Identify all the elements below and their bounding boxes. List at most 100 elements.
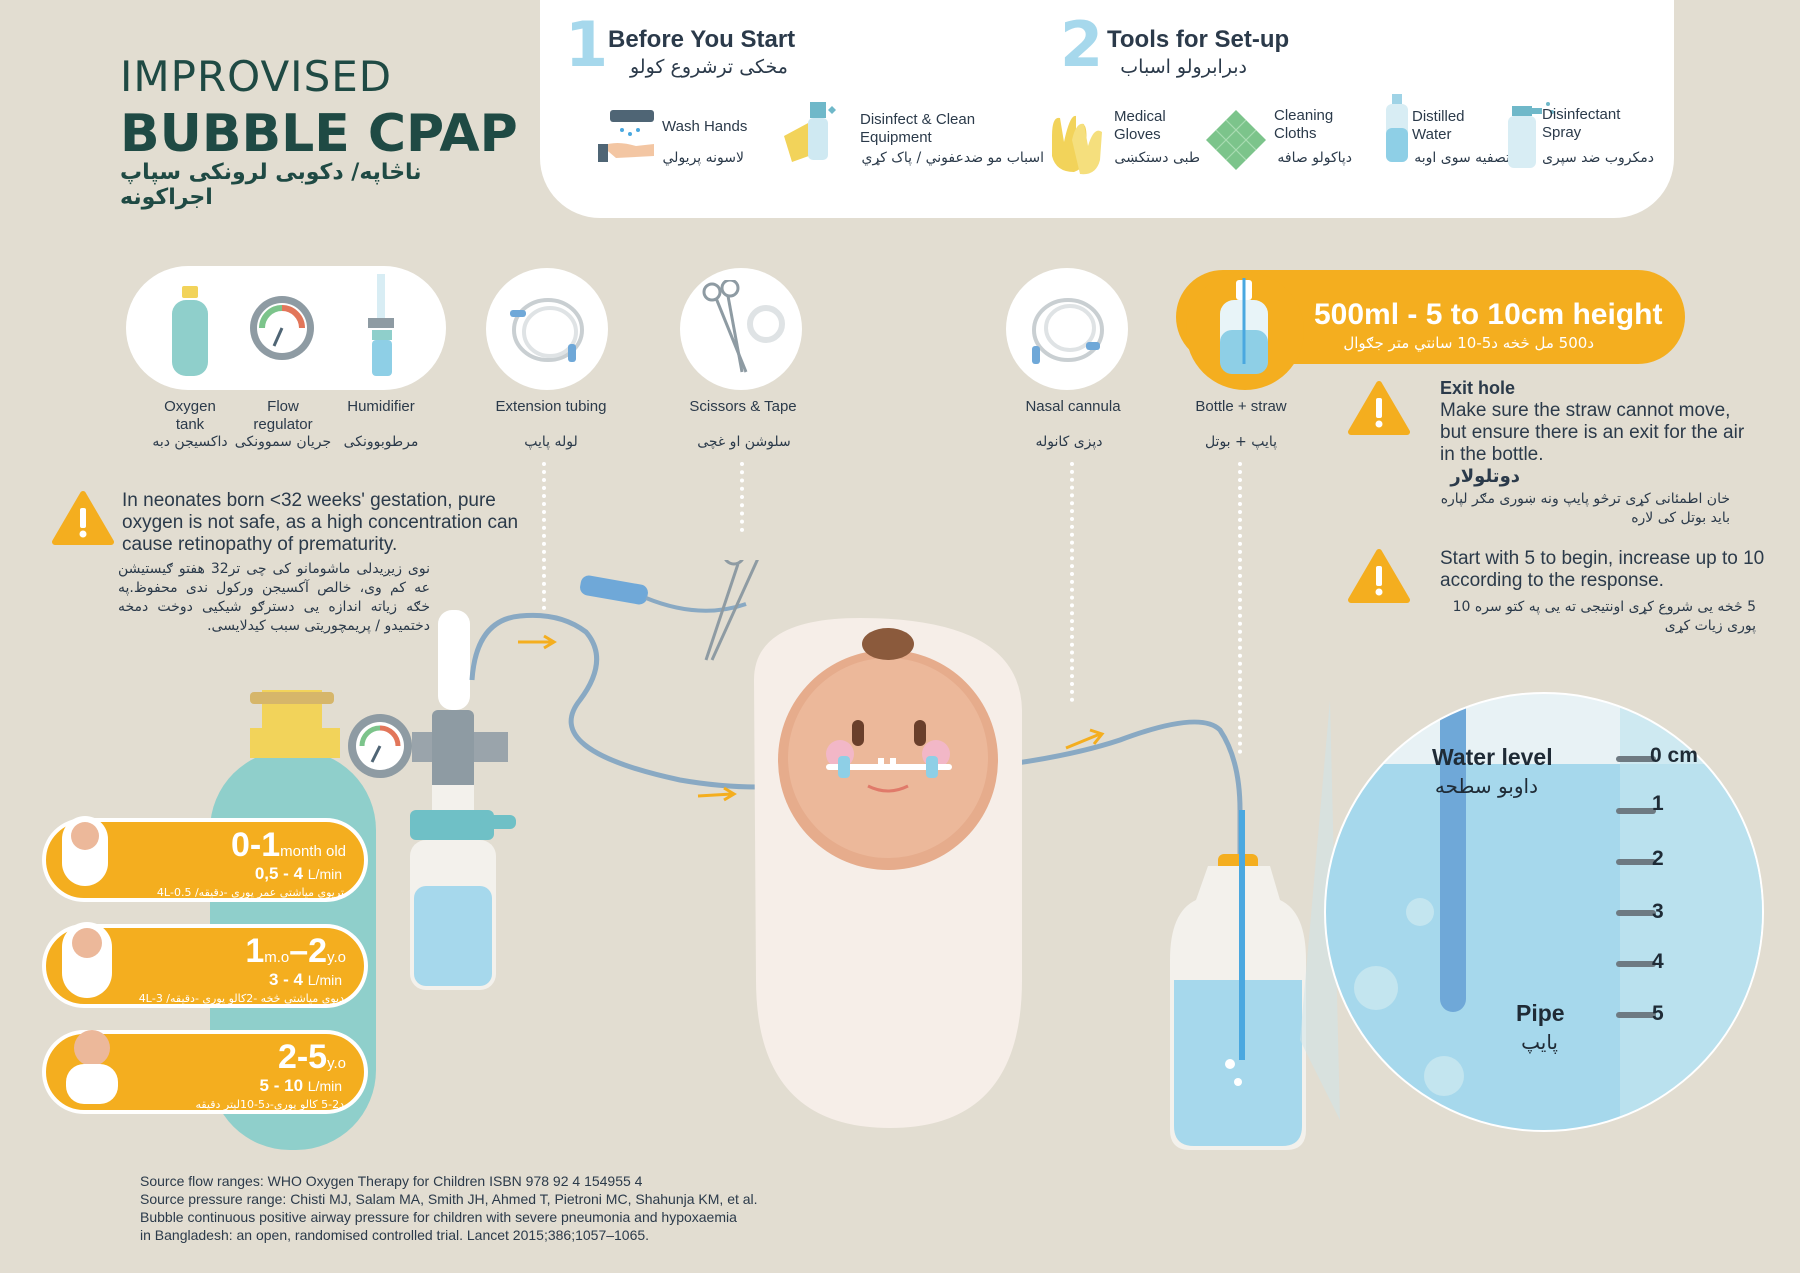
title-bubble-cpap: BUBBLE CPAP [120, 104, 518, 164]
start-warning-pashto: 5 څخه یی شروع کړی اونتیجی ته یی په کتو س… [1452, 599, 1756, 634]
title-pashto: ناڅاپه/ دکوبی لرونکی سپاپ اجراکونه [120, 160, 422, 210]
toddler-icon [60, 1030, 124, 1110]
age-range-card: 0-1month old 0,5 - 4 L/min تریوی میاشتی … [42, 816, 368, 902]
cannula-icon [1032, 298, 1104, 364]
equip-ps-cannula: دپزی کانوله [1035, 434, 1103, 450]
equip-label-tubing: Extension tubing [495, 398, 607, 415]
scissors-icon [702, 280, 785, 373]
pipe-pashto: پایپ [1521, 1030, 1558, 1054]
step-1-number: 1 [565, 8, 609, 81]
equip-ps-bottle: پایپ + بوتل [1204, 434, 1278, 450]
tubing-connector [580, 575, 648, 605]
age-2-5: 2-5y.o [277, 1038, 346, 1076]
water-level-label: Water level [1432, 744, 1553, 770]
flow-regulator-icon [250, 296, 314, 360]
step-2-number: 2 [1060, 8, 1104, 81]
equip-label-scissors: Scissors & Tape [689, 398, 797, 415]
flow-2-5: 5 - 10 L/min [259, 1076, 342, 1095]
source-line: in Bangladesh: an open, randomised contr… [140, 1227, 650, 1243]
scale-2: 2 [1652, 847, 1664, 870]
disinfect-equipment-icon [784, 102, 836, 162]
pipe [1440, 694, 1466, 1012]
step-2-pashto: دبرابرولو اسباب [1120, 56, 1247, 78]
clamp [704, 560, 759, 661]
equip-ps-scissors: سلوشن او غچی [697, 434, 791, 450]
tool-label-spray: Disinfectant Spray [1542, 106, 1621, 141]
humidifier-icon [368, 274, 394, 376]
flow-1m-2y: 3 - 4 L/min [269, 970, 342, 989]
tool-label-disinfect: Disinfect & Clean Equipment [860, 111, 976, 146]
cannula-pointer-line [1070, 462, 1074, 702]
equip-ps-tubing: لوله پایپ [524, 434, 578, 450]
bottle-pointer-line [1238, 462, 1242, 754]
equip-label-flow: Flow regulator [253, 398, 313, 433]
exit-hole-title: Exit hole [1440, 378, 1516, 398]
bottle-banner-title: 500ml - 5 to 10cm height [1314, 298, 1663, 331]
age-1m-2y: 1m.o–2y.o [245, 932, 346, 970]
flow-arrow [697, 786, 737, 802]
cannula-circle [1006, 268, 1128, 390]
age-1m-2y-pashto: دیوی میاشتی څخه -2کالو پوری -دقیقه/ 3-4L [138, 992, 344, 1005]
tool-label-distilled: Distilled Water [1412, 108, 1465, 143]
spray-icon [1508, 102, 1554, 168]
tubing-icon [510, 298, 584, 362]
water-level-zoom [1324, 692, 1764, 1132]
equip-ps-flow: جریان سموونکی [234, 434, 332, 450]
scale-4: 4 [1652, 950, 1664, 973]
tool-label-cloths: Cleaning Cloths [1274, 107, 1334, 142]
scale-1: 1 [1652, 792, 1664, 815]
zoom-cone [1300, 700, 1340, 1120]
age-0-1-pashto: تریوی میاشتی عمر پوری -دقیقه/ 0.5-4L [156, 886, 344, 899]
exit-hole-pashto-title: دوتلولار [1450, 466, 1520, 487]
title-improvised: IMPROVISED [120, 52, 393, 101]
equip-label-bottle: Bottle + straw [1195, 398, 1287, 415]
warning-icon [1348, 549, 1410, 603]
age-0-1: 0-1month old [230, 826, 346, 864]
tool-ps-distilled: تصفیه سوی اوبه [1414, 150, 1510, 166]
oxygen-tubing [469, 612, 1243, 920]
flow-0-1: 0,5 - 4 L/min [254, 864, 342, 883]
water-level-pashto: داوبو سطحه [1434, 774, 1538, 798]
distilled-water-icon [1386, 94, 1408, 162]
tank-valve-top [250, 692, 334, 704]
tool-ps-cloths: دپاکولو صافه [1277, 150, 1352, 166]
wash-hands-icon [598, 110, 654, 162]
sources: Source flow ranges: WHO Oxygen Therapy f… [140, 1172, 860, 1244]
equip-label-oxygen: Oxygen tank [164, 398, 216, 433]
scale-5: 5 [1652, 1002, 1664, 1025]
tool-label-wash-hands: Wash Hands [662, 118, 748, 135]
neonates-warning-text: In neonates born <32 weeks' gestation, p… [122, 490, 519, 555]
bottle-banner-pashto: د500 مل څخه د5-10 سانتي متر جګوال [1343, 334, 1594, 352]
preparation-panel [540, 0, 1674, 218]
humidifier-cap [410, 810, 494, 840]
scale-0: 0 cm [1650, 744, 1698, 767]
tool-ps-gloves: طبی دستکښی [1114, 150, 1200, 166]
baby-icon [62, 816, 108, 886]
tool-ps-spray: دمکروب ضد سپری [1542, 150, 1654, 166]
gloves-icon [1052, 115, 1102, 175]
flow-arrow [1065, 728, 1105, 750]
age-range-card: 1m.o–2y.o 3 - 4 L/min دیوی میاشتی څخه -2… [42, 922, 368, 1008]
equip-label-cannula: Nasal cannula [1025, 398, 1121, 415]
equip-ps-oxygen: داکسیجن دبه [152, 434, 228, 450]
cleaning-cloth-icon [1206, 110, 1266, 170]
tool-ps-disinfect: اسباب مو ضدعفوني / پاک کړي [861, 150, 1045, 166]
flowmeter-tube [438, 610, 470, 710]
pipe-label: Pipe [1516, 1000, 1565, 1026]
tank-valve-body [250, 728, 340, 758]
exit-hole-pashto: خان اطمئانی کړی ترڅو پایپ ونه ښوری مګر ل… [1440, 491, 1730, 526]
baby-hair [862, 628, 914, 660]
warning-icon [1348, 381, 1410, 435]
flow-arrow [518, 634, 557, 650]
source-line: Source flow ranges: WHO Oxygen Therapy f… [140, 1173, 643, 1189]
tubing-pointer-line [542, 462, 546, 610]
tool-label-gloves: Medical Gloves [1114, 108, 1166, 143]
nasal-cannula [826, 764, 952, 770]
age-2-5-pashto: د2-5 کالو پوری-د5-10لیتر دقیقه [195, 1098, 344, 1111]
scissors-pointer-line [740, 462, 744, 532]
source-line: Bubble continuous positive airway pressu… [140, 1209, 737, 1225]
exit-hole-text: Make sure the straw cannot move, but ens… [1440, 400, 1745, 465]
step-1-pashto: مخکی ترشروع کولو [629, 56, 788, 78]
equip-ps-humidifier: مرطوبوونکی [343, 434, 419, 450]
start-warning-text: Start with 5 to begin, increase up to 10… [1440, 548, 1765, 591]
